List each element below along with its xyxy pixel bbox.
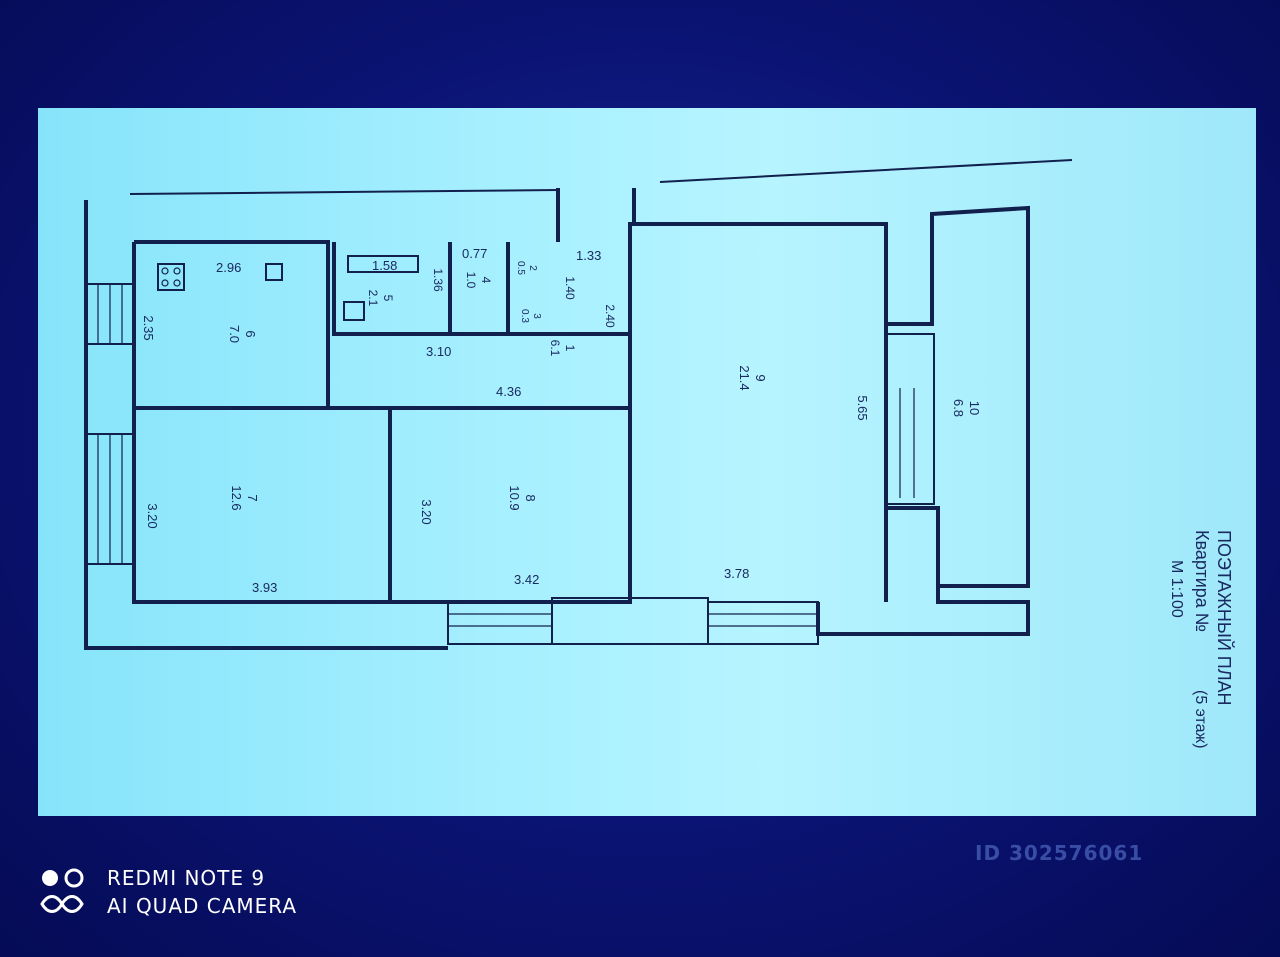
room-number: 8 [523, 494, 538, 501]
dimension-label: 1.40 [563, 276, 577, 300]
watermark-logo: циан [980, 801, 1079, 816]
outer-wall [816, 586, 1030, 636]
dimension-label: 3.20 [145, 503, 160, 528]
room-area: 0.5 [515, 261, 526, 275]
window-glazing [448, 613, 552, 627]
outer-wall-line [129, 189, 559, 195]
room-area: 10.9 [507, 485, 522, 510]
balcony-door [885, 333, 935, 505]
burner-icon [161, 279, 169, 287]
room-area: 1.0 [464, 272, 478, 289]
kitchen-walls [134, 240, 628, 410]
room-number: 2 [527, 265, 538, 271]
window-glazing [708, 613, 818, 627]
dimension-label: 2.96 [216, 260, 241, 275]
stove-icon [265, 263, 283, 281]
floor-plan-drawing: 67.0 712.6 810.9 921.4 106.8 16.1 20.5 3… [84, 159, 1235, 850]
burner-icon [173, 267, 181, 275]
dimension-label: 5.65 [855, 395, 870, 420]
camera-logo-icon [40, 868, 84, 913]
camera-label: AI QUAD CAMERA [107, 894, 298, 918]
window-glazing [97, 434, 123, 564]
room-number: 9 [753, 374, 768, 381]
plan-title: ПОЭТАЖНЫЙ ПЛАН [1214, 530, 1235, 706]
bath-walls [332, 242, 628, 336]
listing-id: ID 302576061 [975, 841, 1144, 865]
dimension-label: 3.42 [514, 572, 539, 587]
dimension-label: 3.78 [724, 566, 749, 581]
room-number: 4 [479, 277, 493, 284]
scale-label: М 1:100 [1168, 560, 1185, 618]
dimension-label: 3.93 [252, 580, 277, 595]
burner-icon [161, 267, 169, 275]
window-glazing [97, 284, 123, 344]
room-area: 12.6 [229, 485, 244, 510]
room-number: 1 [563, 345, 577, 352]
bathtub-icon [347, 255, 419, 273]
room-area: 6.8 [951, 399, 966, 417]
outer-wall-line [659, 159, 1073, 183]
room-area: 7.0 [227, 325, 242, 343]
dimension-label: 1.36 [431, 268, 445, 292]
window [447, 601, 553, 645]
title-block: ПОЭТАЖНЫЙ ПЛАН Квартира № (5 этаж) М 1:1… [1168, 530, 1235, 749]
floor-label: (5 этаж) [1192, 690, 1209, 749]
left-outer-wall [84, 200, 448, 650]
camera-model: REDMI NOTE 9 [107, 866, 266, 890]
pier [551, 597, 709, 645]
dimension-label: 3.10 [426, 344, 451, 359]
dimension-label: 4.36 [496, 384, 521, 399]
balcony-walls [886, 205, 1030, 588]
dimension-label: 2.40 [603, 304, 617, 328]
burner-icon [173, 279, 181, 287]
room-number: 5 [381, 295, 395, 302]
apartment-number: Квартира № [1192, 530, 1212, 632]
window-glazing [899, 388, 915, 498]
dimension-label: 3.20 [419, 499, 434, 524]
cooker-icon [157, 263, 185, 291]
sink-icon [343, 301, 365, 321]
dimension-label: 1.58 [372, 258, 397, 273]
window [707, 601, 819, 645]
room-number: 7 [245, 494, 260, 501]
room-number: 10 [967, 401, 982, 415]
room-number: 6 [243, 330, 258, 337]
dimension-label: 1.33 [576, 248, 601, 263]
shaft-walls [556, 188, 636, 242]
room-area: 21.4 [737, 365, 752, 390]
room-number: 3 [531, 313, 542, 319]
room-area: 0.3 [519, 309, 530, 323]
room-area: 2.1 [366, 290, 380, 307]
dimension-label: 0.77 [462, 246, 487, 261]
dimension-label: 2.35 [141, 315, 156, 340]
room-area: 6.1 [548, 340, 562, 357]
